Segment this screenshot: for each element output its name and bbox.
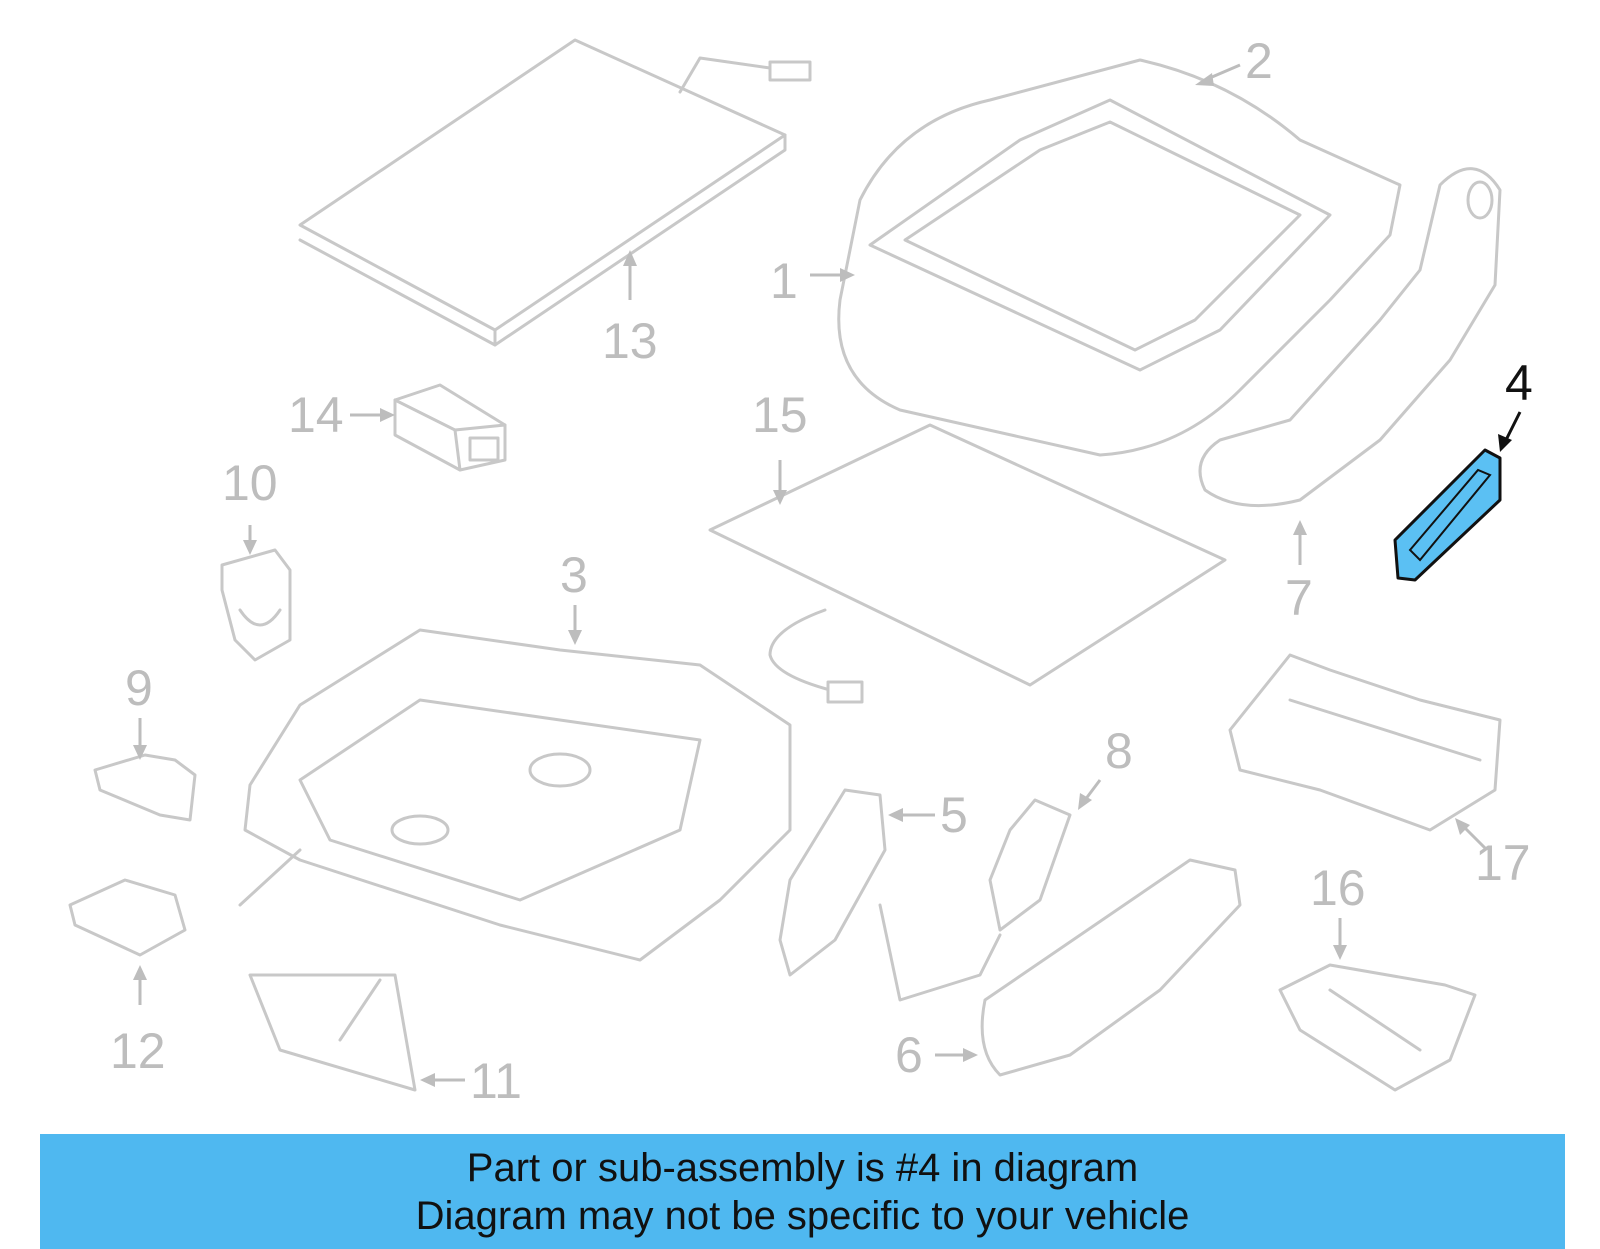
callout-12: 12 <box>110 1023 166 1079</box>
part-16-module <box>1278 963 1477 1092</box>
callout-14: 14 <box>288 387 344 443</box>
part-8-trim <box>878 798 1072 1002</box>
callout-10: 10 <box>222 455 278 511</box>
part-10-clip <box>220 548 292 662</box>
callout-7: 7 <box>1285 570 1313 626</box>
callout-17: 17 <box>1475 835 1531 891</box>
info-banner: Part or sub-assembly is #4 in diagram Di… <box>40 1134 1565 1249</box>
callout-3: 3 <box>560 547 588 603</box>
part-12-connector <box>68 878 187 957</box>
part-3-frame <box>238 628 792 962</box>
part-11-bracket <box>248 973 417 1092</box>
callout-15: 15 <box>752 387 808 443</box>
parts-diagram: 2 1 13 4 14 15 10 7 3 9 8 5 17 16 12 11 … <box>68 33 1533 1109</box>
part-17-assembly <box>1228 653 1502 832</box>
callout-1: 1 <box>770 253 798 309</box>
part-9-pad <box>93 753 197 822</box>
part-7-side-trim <box>1198 167 1502 508</box>
callout-6: 6 <box>895 1027 923 1083</box>
callout-13: 13 <box>602 313 658 369</box>
part-15-mat <box>708 423 1227 704</box>
part-6-shield <box>980 858 1242 1077</box>
part-1-cushion <box>837 58 1402 457</box>
part-14-module <box>393 383 507 472</box>
callout-2: 2 <box>1245 33 1273 89</box>
callout-labels: 2 1 13 4 14 15 10 7 3 9 8 5 17 16 12 11 … <box>110 33 1533 1109</box>
callout-arrows <box>133 63 1522 1087</box>
callout-16: 16 <box>1310 860 1366 916</box>
banner-line-1: Part or sub-assembly is #4 in diagram <box>466 1145 1139 1190</box>
callout-11: 11 <box>470 1053 522 1109</box>
part-5-plate <box>778 788 887 977</box>
part-13-pad <box>298 38 812 347</box>
callout-4: 4 <box>1505 355 1533 411</box>
part-4-highlighted <box>1393 448 1502 582</box>
callout-9: 9 <box>125 660 153 716</box>
callout-5: 5 <box>940 787 968 843</box>
callout-8: 8 <box>1105 723 1133 779</box>
banner-line-2: Diagram may not be specific to your vehi… <box>415 1193 1190 1238</box>
